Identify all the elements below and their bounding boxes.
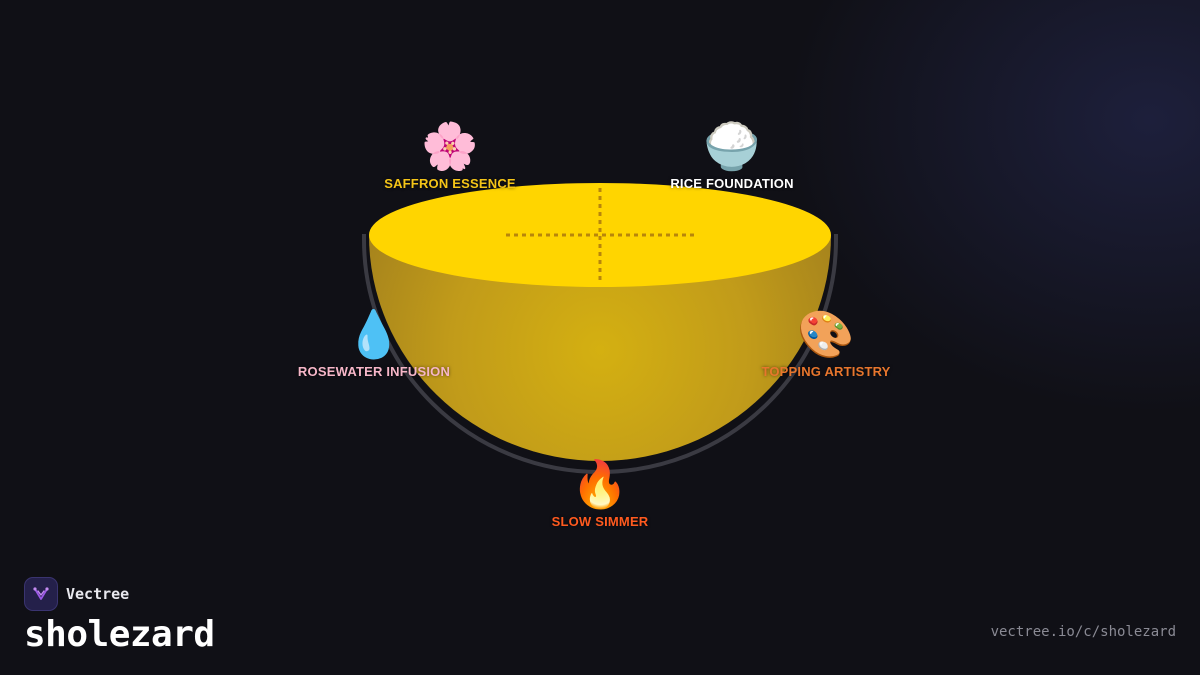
fire-icon: 🔥 (571, 458, 629, 510)
ingredient-topping-artistry: 🎨 TOPPING ARTISTRY (716, 306, 936, 379)
brand-row: Vectree (24, 577, 215, 611)
vectree-logo-icon[interactable] (24, 577, 58, 611)
ingredient-label: SAFFRON ESSENCE (384, 176, 516, 191)
bowl-outline (362, 234, 838, 474)
creator-url-link[interactable]: vectree.io/c/sholezard (990, 624, 1176, 640)
bowl-surface (369, 183, 831, 287)
ingredient-slow-simmer: 🔥 SLOW SIMMER (490, 456, 710, 529)
droplet-icon: 💧 (345, 308, 403, 360)
ingredient-label: TOPPING ARTISTRY (761, 364, 891, 379)
rice-bowl-icon: 🍚 (703, 120, 761, 172)
ingredient-label: RICE FOUNDATION (670, 176, 794, 191)
creator-handle[interactable]: sholezard (24, 614, 215, 655)
ingredient-label: ROSEWATER INFUSION (297, 364, 451, 379)
ingredient-rosewater-infusion: 💧 ROSEWATER INFUSION (264, 306, 484, 379)
ingredient-rice-foundation: 🍚 RICE FOUNDATION (622, 118, 842, 191)
brand-block: Vectree sholezard (24, 577, 215, 655)
bowl-body (369, 235, 831, 461)
ingredient-label: SLOW SIMMER (551, 514, 649, 529)
vectree-logo-glyph (33, 587, 49, 600)
palette-icon: 🎨 (797, 308, 855, 360)
brand-name[interactable]: Vectree (66, 585, 130, 603)
ingredient-saffron-essence: 🌸 SAFFRON ESSENCE (340, 118, 560, 191)
cherry-blossom-icon: 🌸 (421, 120, 479, 172)
